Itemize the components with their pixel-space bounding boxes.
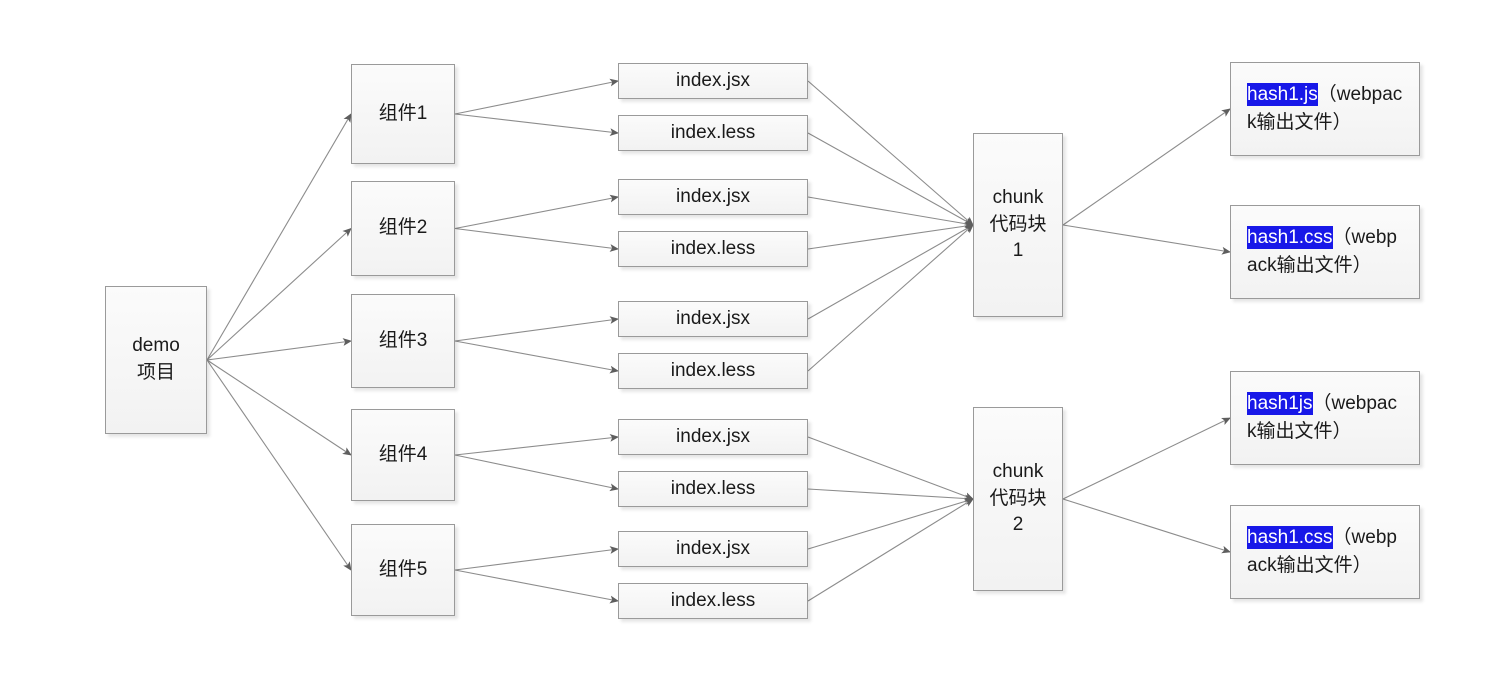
- node-output-1-filename: hash1.js: [1247, 82, 1318, 106]
- node-file-f7[interactable]: index.jsx: [618, 419, 808, 455]
- node-file-f2-label: index.less: [670, 121, 756, 143]
- node-file-f4[interactable]: index.less: [618, 231, 808, 267]
- edge-comp4-to-f7: [454, 434, 619, 456]
- node-file-f5[interactable]: index.jsx: [618, 301, 808, 337]
- edge-comp4-to-f8: [454, 454, 619, 492]
- node-component-3[interactable]: 组件3: [351, 294, 455, 388]
- node-component-1[interactable]: 组件1: [351, 64, 455, 164]
- node-file-f8-label: index.less: [670, 477, 756, 499]
- node-file-f3[interactable]: index.jsx: [618, 179, 808, 215]
- edge-comp3-to-f5: [454, 316, 619, 342]
- node-demo-project[interactable]: demo 项目: [105, 286, 207, 434]
- edge-f8-to-chunk2: [807, 488, 974, 503]
- edge-f4-to-chunk1: [807, 222, 974, 250]
- node-output-4[interactable]: hash1.css（webpack输出文件）: [1230, 505, 1420, 599]
- node-component-4[interactable]: 组件4: [351, 409, 455, 501]
- node-file-f10[interactable]: index.less: [618, 583, 808, 619]
- node-output-3-text: hash1js（webpack输出文件）: [1247, 390, 1403, 446]
- node-output-3-filename: hash1js: [1247, 391, 1313, 415]
- edge-comp1-to-f2: [454, 113, 619, 136]
- edge-comp3-to-f6: [454, 340, 619, 374]
- edge-f7-to-chunk2: [807, 436, 974, 500]
- node-file-f1-label: index.jsx: [676, 69, 750, 91]
- node-output-4-filename: hash1.css: [1247, 525, 1333, 549]
- edge-demo-to-component-5: [206, 359, 352, 571]
- edge-comp5-to-f9: [454, 546, 619, 571]
- edge-f1-to-chunk1: [807, 80, 974, 226]
- edge-f10-to-chunk2: [807, 498, 974, 602]
- edge-f9-to-chunk2: [807, 497, 974, 550]
- edge-f5-to-chunk1: [807, 224, 974, 320]
- node-file-f6[interactable]: index.less: [618, 353, 808, 389]
- node-chunk1[interactable]: chunk 代码块 1: [973, 133, 1063, 317]
- node-file-f10-label: index.less: [670, 589, 756, 611]
- node-chunk2[interactable]: chunk 代码块 2: [973, 407, 1063, 591]
- node-component-2[interactable]: 组件2: [351, 181, 455, 276]
- node-file-f1[interactable]: index.jsx: [618, 63, 808, 99]
- edge-chunk1-to-output-2: [1062, 224, 1231, 255]
- node-output-4-description: （webpack输出文件）: [1247, 526, 1397, 576]
- node-file-f6-label: index.less: [670, 359, 756, 381]
- node-output-3-description: （webpack输出文件）: [1247, 392, 1397, 442]
- edge-chunk2-to-output-4: [1062, 498, 1231, 554]
- node-component-5[interactable]: 组件5: [351, 524, 455, 616]
- edge-comp5-to-f10: [454, 569, 619, 604]
- edge-chunk2-to-output-3: [1062, 417, 1231, 500]
- node-output-4-text: hash1.css（webpack输出文件）: [1247, 524, 1403, 580]
- node-component-1-label: 组件1: [378, 102, 428, 124]
- node-file-f2[interactable]: index.less: [618, 115, 808, 151]
- node-output-1-description: （webpack输出文件）: [1247, 83, 1403, 133]
- node-output-1-text: hash1.js（webpack输出文件）: [1247, 81, 1403, 137]
- node-file-f9[interactable]: index.jsx: [618, 531, 808, 567]
- edge-comp1-to-f1: [454, 78, 619, 115]
- edge-chunk1-to-output-1: [1062, 108, 1231, 226]
- node-file-f8[interactable]: index.less: [618, 471, 808, 507]
- edge-f6-to-chunk1: [807, 224, 974, 372]
- node-component-3-label: 组件3: [378, 329, 428, 351]
- node-output-3[interactable]: hash1js（webpack输出文件）: [1230, 371, 1420, 465]
- edge-f2-to-chunk1: [807, 132, 974, 226]
- node-chunk2-label: chunk 代码块 2: [989, 460, 1047, 536]
- edge-f3-to-chunk1: [807, 196, 974, 228]
- node-chunk1-label: chunk 代码块 1: [989, 186, 1047, 262]
- node-component-4-label: 组件4: [378, 443, 428, 465]
- node-file-f5-label: index.jsx: [676, 307, 750, 329]
- node-output-1[interactable]: hash1.js（webpack输出文件）: [1230, 62, 1420, 156]
- node-file-f7-label: index.jsx: [676, 425, 750, 447]
- edge-demo-to-component-2: [206, 227, 352, 361]
- node-output-2-description: （webpack输出文件）: [1247, 226, 1397, 276]
- node-demo-project-label: demo 项目: [132, 335, 180, 383]
- edge-comp2-to-f4: [454, 227, 619, 252]
- edge-comp2-to-f3: [454, 194, 619, 230]
- node-output-2-filename: hash1.css: [1247, 225, 1333, 249]
- node-component-2-label: 组件2: [378, 217, 428, 239]
- edge-demo-to-component-3: [206, 338, 352, 361]
- node-component-5-label: 组件5: [378, 558, 428, 580]
- node-file-f3-label: index.jsx: [676, 185, 750, 207]
- edge-demo-to-component-1: [206, 113, 352, 361]
- node-file-f9-label: index.jsx: [676, 537, 750, 559]
- node-output-2[interactable]: hash1.css（webpack输出文件）: [1230, 205, 1420, 299]
- node-output-2-text: hash1.css（webpack输出文件）: [1247, 224, 1403, 280]
- edge-demo-to-component-4: [206, 359, 352, 456]
- node-file-f4-label: index.less: [670, 237, 756, 259]
